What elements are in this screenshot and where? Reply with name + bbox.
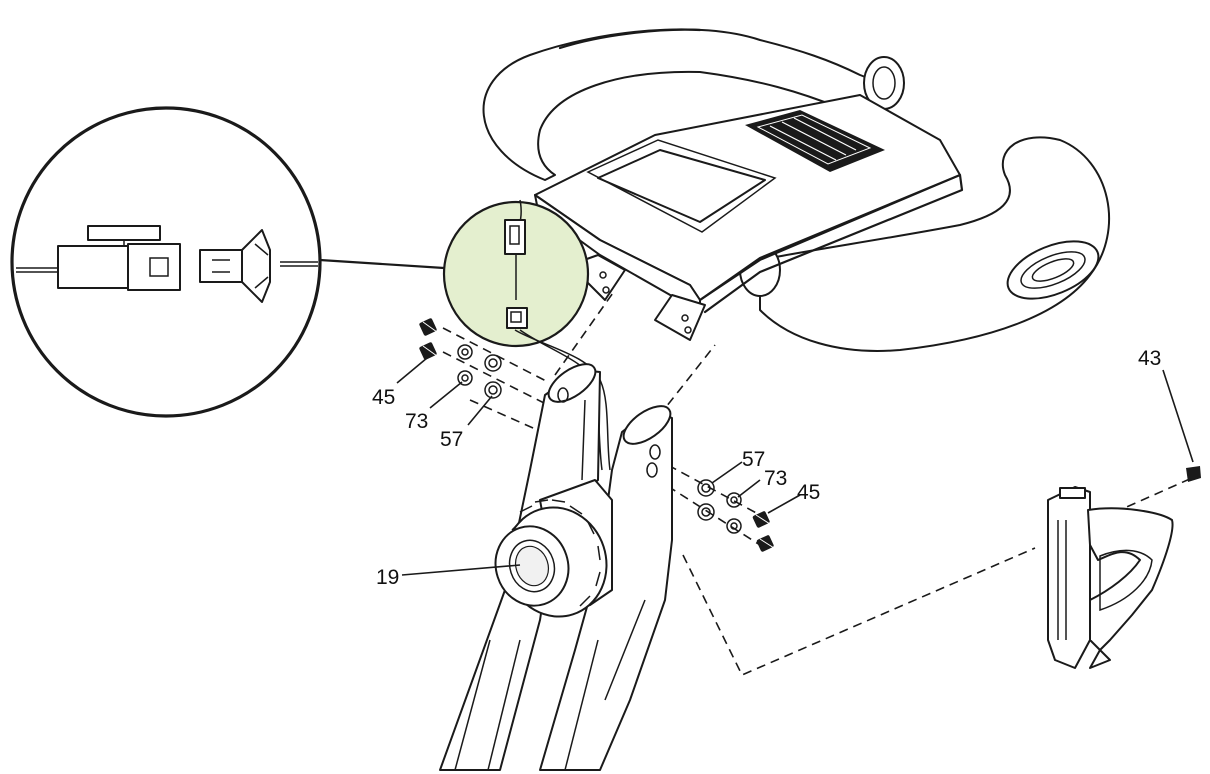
part-labels: 45 73 57 57 73 45 19 43 — [372, 347, 1161, 589]
label-right-45: 45 — [797, 481, 820, 504]
bottle-cage — [1047, 486, 1174, 669]
left-bolt-lower — [419, 342, 438, 360]
leader-lines — [396, 357, 1194, 576]
label-knob-19: 19 — [376, 566, 399, 589]
zoom-callout — [10, 106, 446, 418]
label-right-57: 57 — [742, 448, 765, 471]
label-screw-43: 43 — [1138, 347, 1161, 370]
right-bolt-lower — [756, 535, 775, 552]
right-bolt-upper — [752, 511, 771, 528]
handlebar — [482, 28, 1111, 352]
adjustment-knob — [494, 479, 613, 618]
label-right-73: 73 — [764, 467, 787, 490]
console — [534, 94, 964, 341]
left-fasteners — [419, 318, 502, 399]
label-left-57: 57 — [440, 428, 463, 451]
connector-highlight — [442, 199, 611, 471]
label-left-73: 73 — [405, 410, 428, 433]
right-fasteners — [697, 479, 775, 552]
label-left-45: 45 — [372, 386, 395, 409]
left-bolt-upper — [419, 318, 438, 336]
screw-43 — [1186, 466, 1201, 482]
